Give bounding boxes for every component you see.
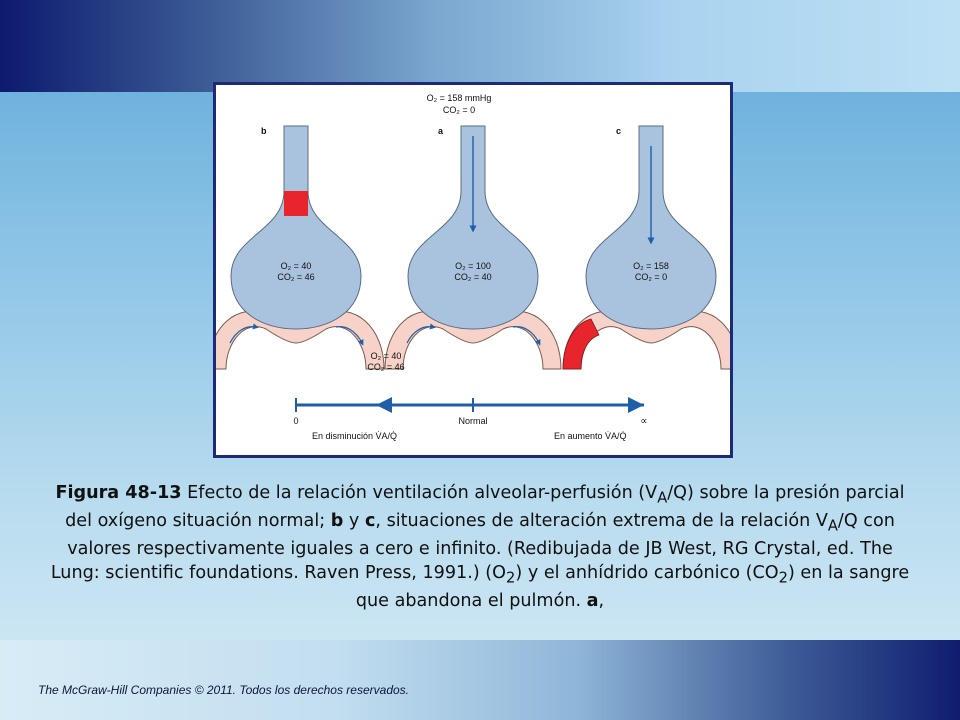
figure-number: Figura 48-13 xyxy=(55,483,182,503)
alveolus-b-co2: CO₂ = 46 xyxy=(277,272,314,282)
inspired-co2-label: CO₂ = 0 xyxy=(443,105,475,115)
caption-text: , xyxy=(598,590,605,611)
alveolus-a xyxy=(384,125,562,370)
alveolus-a-o2: O₂ = 100 xyxy=(455,261,491,271)
unit-label-c: c xyxy=(616,126,621,136)
venous-co2-label: CO₂ = 46 xyxy=(367,362,404,372)
caption-text: ) en la sangre que abandona el pulmón. xyxy=(355,562,910,611)
unit-label-b: b xyxy=(261,126,267,136)
caption-text: , situaciones de alteración extrema de l… xyxy=(375,511,828,532)
caption-text: /Q) sobre la presión parcial del oxígeno… xyxy=(65,483,905,532)
alveolus-c xyxy=(562,125,730,370)
figure-panel: O₂ = 158 mmHg CO₂ = 0 b a c O₂ = 40 CO₂ … xyxy=(213,82,733,458)
caption-text: Efecto de la relación ventilación alveol… xyxy=(181,483,658,503)
alveolus-a-co2: CO₂ = 40 xyxy=(454,272,491,282)
caption-bold-c: c xyxy=(364,511,376,532)
caption-subscript: 2 xyxy=(506,569,516,587)
axis-infinity-label: ∝ xyxy=(640,416,647,427)
venous-o2-label: O₂ = 40 xyxy=(371,351,402,361)
axis-normal-label: Normal xyxy=(458,416,487,426)
axis-decrease-label: En disminución V̇A/Q̇ xyxy=(312,431,397,441)
caption-subscript: A xyxy=(827,517,838,535)
axis-zero-label: 0 xyxy=(293,416,298,426)
caption-text: /Q con valores respectivamente iguales a… xyxy=(50,511,895,583)
caption-subscript: 2 xyxy=(778,569,788,587)
caption-bold-a: a xyxy=(586,590,599,611)
va-q-axis xyxy=(295,397,644,413)
caption-bold-b: b xyxy=(330,511,344,532)
caption-subscript: A xyxy=(657,489,668,507)
va-q-diagram: O₂ = 158 mmHg CO₂ = 0 b a c O₂ = 40 CO₂ … xyxy=(216,93,730,441)
alveolus-c-o2: O₂ = 158 xyxy=(633,261,669,271)
bottom-gradient-band xyxy=(0,640,960,720)
alveolus-c-co2: CO₂ = 0 xyxy=(635,272,667,282)
figure-caption: Figura 48-13 Efecto de la relación venti… xyxy=(40,482,920,613)
caption-text: y xyxy=(343,511,365,532)
alveolus-b xyxy=(216,125,385,370)
alveolus-b-o2: O₂ = 40 xyxy=(281,261,312,271)
unit-label-a: a xyxy=(438,126,444,136)
copyright-footer: The McGraw-Hill Companies © 2011. Todos … xyxy=(38,683,410,697)
top-gradient-band xyxy=(0,0,960,92)
caption-text: ) y el anhídrido carbónico (CO xyxy=(515,562,779,583)
inspired-o2-label: O₂ = 158 mmHg xyxy=(427,93,492,103)
axis-increase-label: En aumento V̇A/Q̇ xyxy=(554,431,627,441)
